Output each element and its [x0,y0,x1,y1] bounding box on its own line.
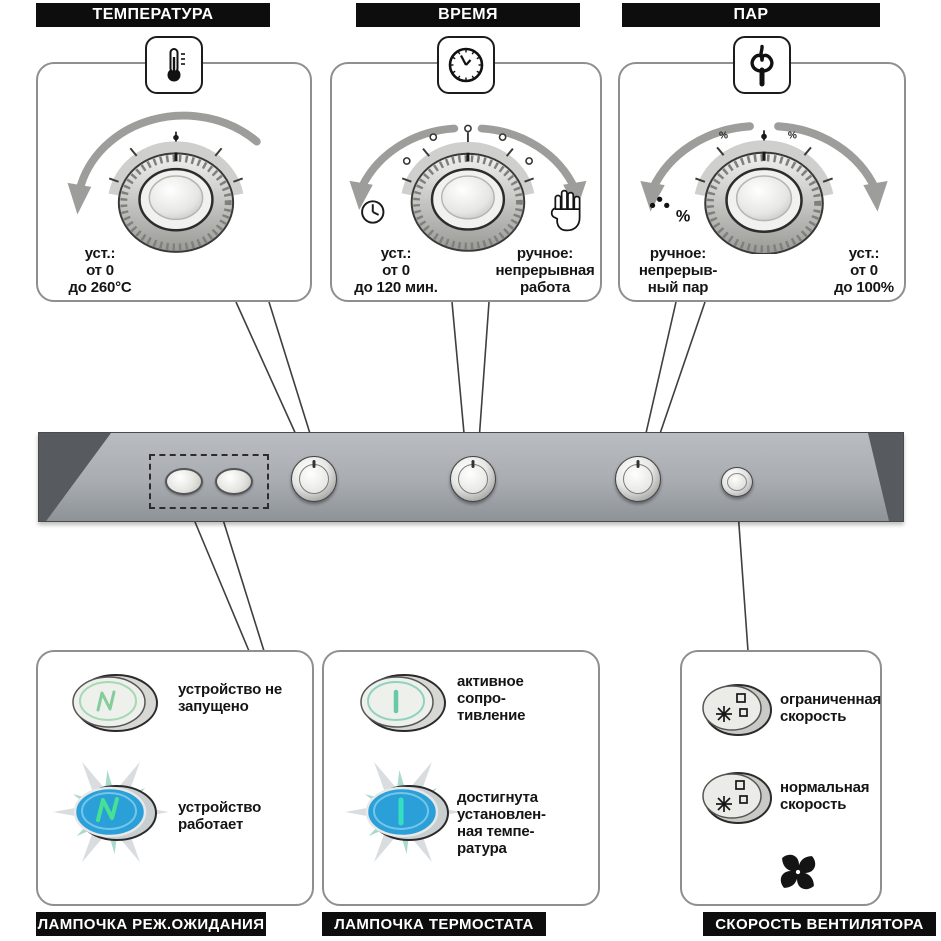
standby-off-label: устройство не запущено [178,681,283,715]
thermometer-icon [145,36,203,94]
steam-dial-percent-icon: % % [719,130,797,141]
steam-manual-label: ручное: непрерыв- ный пар [638,245,718,296]
thermostat-lamp-off-illustration [360,674,446,732]
fan-normal-label: нормальная скорость [780,779,870,813]
temperature-knob-illustration [67,111,261,253]
time-callout: уст.: от 0 до 120 мин. ручное: непрерывн… [330,62,602,302]
standby-on-label: устройство работает [178,799,262,833]
header-standby-light: ЛАМПОЧКА РЕЖ.ОЖИДАНИЯ [36,912,266,936]
thermostat-lamp-on-illustration [345,761,461,863]
header-steam: ПАР [622,3,880,27]
fan-normal-button-illustration [702,772,772,824]
steam-drops-icon: % [649,196,690,226]
time-range-label: уст.: от 0 до 120 мин. [354,245,438,296]
fan-limited-label: ограниченная скорость [780,691,882,725]
fan-speed-callout: ограниченная скорость нормальная скорост… [680,650,882,906]
temperature-range-label: уст.: от 0 до 260°C [68,245,132,296]
time-knob[interactable] [450,456,496,502]
svg-text:%: % [719,130,728,141]
svg-text:%: % [676,208,690,226]
thermostat-reached-label: достигнута установлен- ная темпе- ратура [457,789,546,857]
header-thermostat-light: ЛАМПОЧКА ТЕРМОСТАТА [322,912,546,936]
time-dial-marks-icon [402,124,534,165]
fan-speed-button[interactable] [721,467,753,497]
thermostat-light-callout: активное сопро- тивление достигнута уста… [322,650,600,906]
standby-lamp-off-illustration [72,674,158,732]
svg-text:%: % [788,130,797,141]
header-fan-speed: СКОРОСТЬ ВЕНТИЛЯТОРА [703,912,936,936]
steam-knob[interactable] [615,456,661,502]
temperature-knob[interactable] [291,456,337,502]
fan-icon [780,854,816,890]
clock-icon-small [361,200,385,224]
steam-knob-illustration: % % % [640,122,888,254]
clock-icon [437,36,495,94]
hand-icon [550,189,581,232]
standby-light-2 [215,468,253,495]
header-temperature: ТЕМПЕРАТУРА [36,3,270,27]
time-manual-label: ручное: непрерывная работа [495,245,595,296]
panel-left-bevel [39,433,111,521]
thermostat-active-label: активное сопро- тивление [457,673,526,724]
standby-lamp-on-illustration [53,761,169,863]
time-knob-illustration [349,124,587,252]
steam-callout: % % % ручное: непрерыв- ный пар уст.: от… [618,62,906,302]
panel-right-bevel [868,433,903,521]
appliance-control-panel [38,432,904,522]
header-time: ВРЕМЯ [356,3,580,27]
standby-light-callout: устройство не запущено устройство работа… [36,650,314,906]
temperature-callout: уст.: от 0 до 260°C [36,62,312,302]
standby-light-1 [165,468,203,495]
standby-lights-group [149,454,269,509]
steam-icon [733,36,791,94]
fan-limited-button-illustration [702,684,772,736]
steam-range-label: уст.: от 0 до 100% [834,245,894,296]
